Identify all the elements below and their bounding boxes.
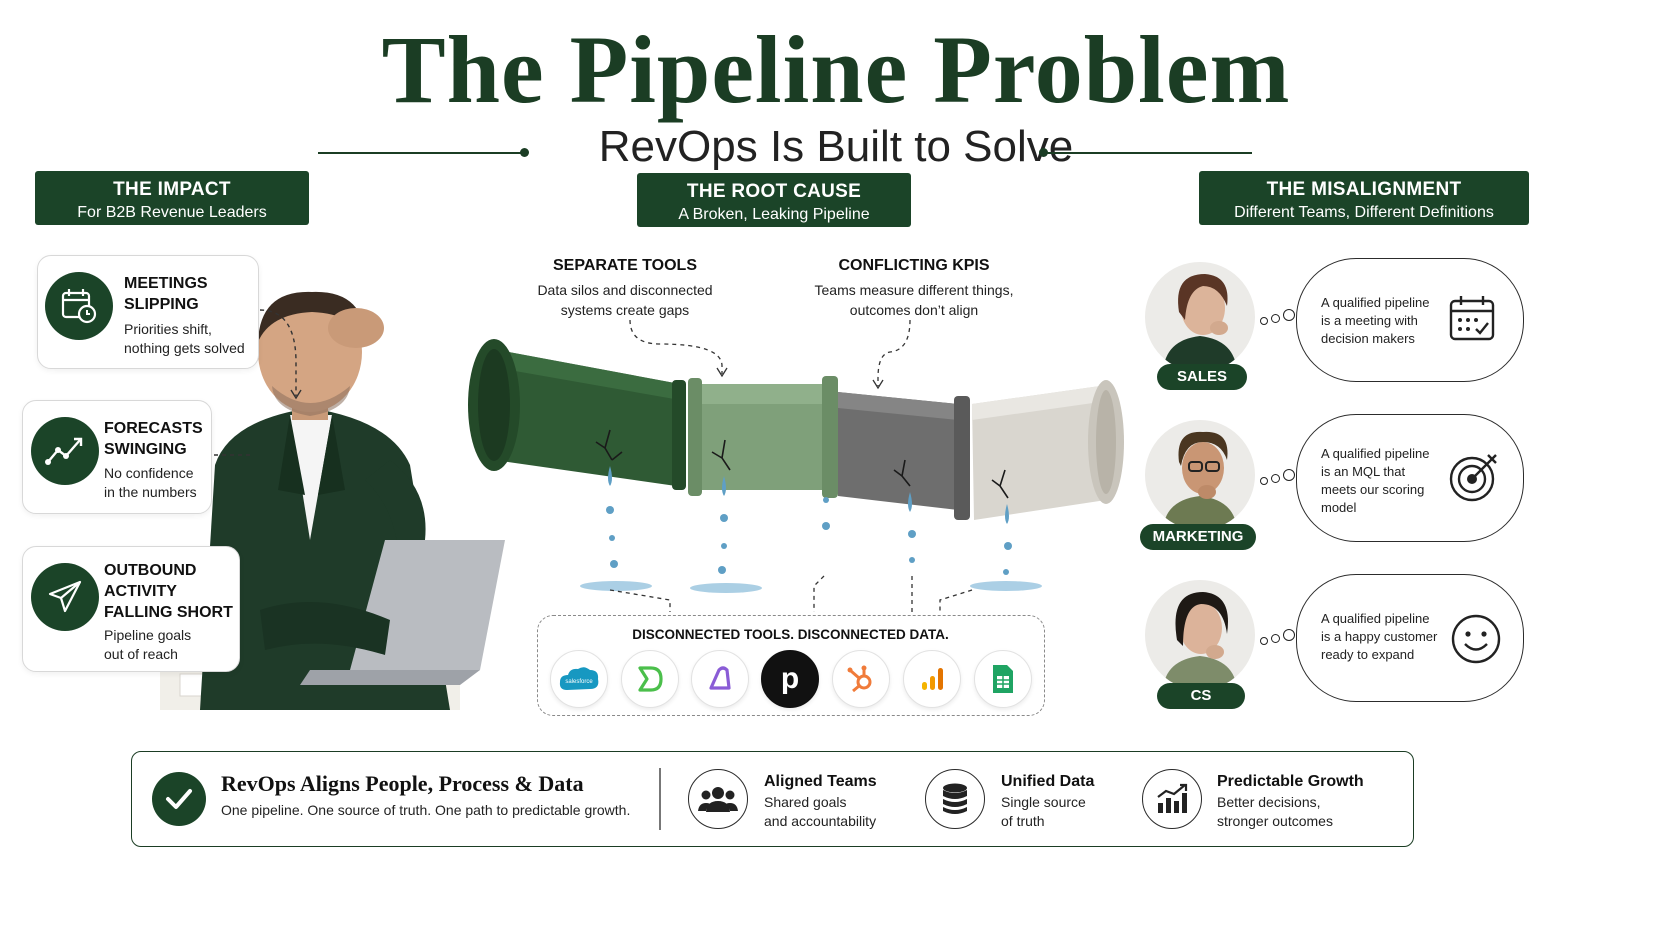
subtitle-row: RevOps Is Built to Solve <box>0 122 1672 172</box>
impact-card-meetings: MEETINGS SLIPPING Priorities shift, noth… <box>37 255 259 369</box>
impact-card-title: OUTBOUND ACTIVITY FALLING SHORT <box>104 562 233 621</box>
pipedrive-icon: p <box>761 650 819 708</box>
pillar-title: Aligned Teams <box>764 773 877 790</box>
impact-card-desc: Pipeline goals out of reach <box>104 627 192 662</box>
pillar-desc: Shared goals and accountability <box>764 794 877 829</box>
root-cause-section-header: THE ROOT CAUSE A Broken, Leaking Pipelin… <box>637 173 911 227</box>
conflicting-kpis-label: CONFLICTING KPIS Teams measure different… <box>814 257 1014 318</box>
banner-divider <box>659 768 661 830</box>
root-cause-subtitle: A Broken, Leaking Pipeline <box>678 206 870 223</box>
thought-dots <box>1258 305 1298 329</box>
impact-card-outbound: OUTBOUND ACTIVITY FALLING SHORT Pipeline… <box>22 546 240 672</box>
svg-text:salesforce: salesforce <box>565 679 593 685</box>
paper-plane-icon <box>31 563 99 631</box>
thought-dots <box>1258 625 1298 649</box>
sheets-icon <box>974 650 1032 708</box>
growth-chart-icon <box>1142 769 1202 829</box>
separate-tools-label: SEPARATE TOOLS Data silos and disconnect… <box>537 257 713 318</box>
pillar-title: Predictable Growth <box>1217 773 1364 790</box>
impact-title: THE IMPACT <box>113 179 231 200</box>
avatar <box>1145 262 1255 372</box>
impact-card-desc: Priorities shift, nothing gets solved <box>124 321 245 356</box>
stressed-executive-illustration <box>160 291 505 710</box>
checkmark-icon <box>152 772 206 826</box>
pillar-title: Unified Data <box>1001 773 1095 790</box>
thought-cloud-cs: A qualified pipeline is a happy customer… <box>1296 574 1524 702</box>
smiley-icon <box>1450 613 1502 670</box>
role-badge-cs: CS <box>1157 683 1245 709</box>
target-icon <box>1448 451 1500 508</box>
impact-card-title: MEETINGS SLIPPING <box>124 275 208 313</box>
impact-card-desc: No confidence in the numbers <box>104 465 197 500</box>
calendar-check-icon <box>1448 293 1496 348</box>
pipe-segment-dark <box>468 339 686 490</box>
hubspot-icon <box>832 650 890 708</box>
definition-text: A qualified pipeline is an MQL that meet… <box>1321 446 1430 515</box>
pipe-segment-cream <box>972 380 1124 520</box>
page-title: The Pipeline Problem <box>381 16 1291 123</box>
impact-card-forecasts: FORECASTS SWINGING No confidence in the … <box>22 400 212 514</box>
role-badge-sales: SALES <box>1157 364 1247 390</box>
avatar <box>1145 580 1255 690</box>
salesforce-icon: salesforce <box>550 650 608 708</box>
database-icon <box>925 769 985 829</box>
subtitle-rule-right <box>1046 152 1252 154</box>
subtitle-dot-right <box>1039 148 1048 157</box>
subtitle-dot-left <box>520 148 529 157</box>
trend-line-icon <box>31 417 99 485</box>
impact-card-title: FORECASTS SWINGING <box>104 420 203 458</box>
avatar <box>1145 420 1255 530</box>
banner-headline: RevOps Aligns People, Process & Data <box>221 771 584 796</box>
page-subtitle: RevOps Is Built to Solve <box>598 122 1074 171</box>
impact-section-header: THE IMPACT For B2B Revenue Leaders <box>35 171 309 225</box>
banner-tagline: One pipeline. One source of truth. One p… <box>221 802 631 818</box>
pipe-segment-light <box>688 376 838 498</box>
calendar-clock-icon <box>45 272 113 340</box>
misalignment-title: THE MISALIGNMENT <box>1266 179 1462 200</box>
misalignment-section-header: THE MISALIGNMENT Different Teams, Differ… <box>1199 171 1529 225</box>
impact-connectors <box>214 309 302 456</box>
definition-text: A qualified pipeline is a happy customer… <box>1321 611 1438 662</box>
leaking-pipeline-illustration <box>468 320 1124 612</box>
dialpad-icon <box>621 650 679 708</box>
pipe-segment-gray <box>838 392 970 520</box>
thought-cloud-marketing: A qualified pipeline is an MQL that meet… <box>1296 414 1524 542</box>
thought-dots <box>1258 465 1298 489</box>
role-badge-marketing: MARKETING <box>1140 524 1256 550</box>
pillar-desc: Single source of truth <box>1001 794 1086 829</box>
revops-solution-banner: RevOps Aligns People, Process & Data One… <box>131 751 1414 847</box>
thought-cloud-sales: A qualified pipeline is a meeting with d… <box>1296 258 1524 382</box>
analytics-icon <box>903 650 961 708</box>
people-icon <box>688 769 748 829</box>
tools-box-title: DISCONNECTED TOOLS. DISCONNECTED DATA. <box>632 627 949 642</box>
clari-icon <box>691 650 749 708</box>
definition-text: A qualified pipeline is a meeting with d… <box>1321 295 1430 346</box>
impact-subtitle: For B2B Revenue Leaders <box>77 204 267 221</box>
subtitle-rule-left <box>318 152 524 154</box>
pillar-desc: Better decisions, stronger outcomes <box>1217 794 1333 829</box>
disconnected-tools-box: DISCONNECTED TOOLS. DISCONNECTED DATA. s… <box>537 615 1045 716</box>
misalignment-subtitle: Different Teams, Different Definitions <box>1234 204 1494 221</box>
root-cause-title: THE ROOT CAUSE <box>686 181 862 202</box>
